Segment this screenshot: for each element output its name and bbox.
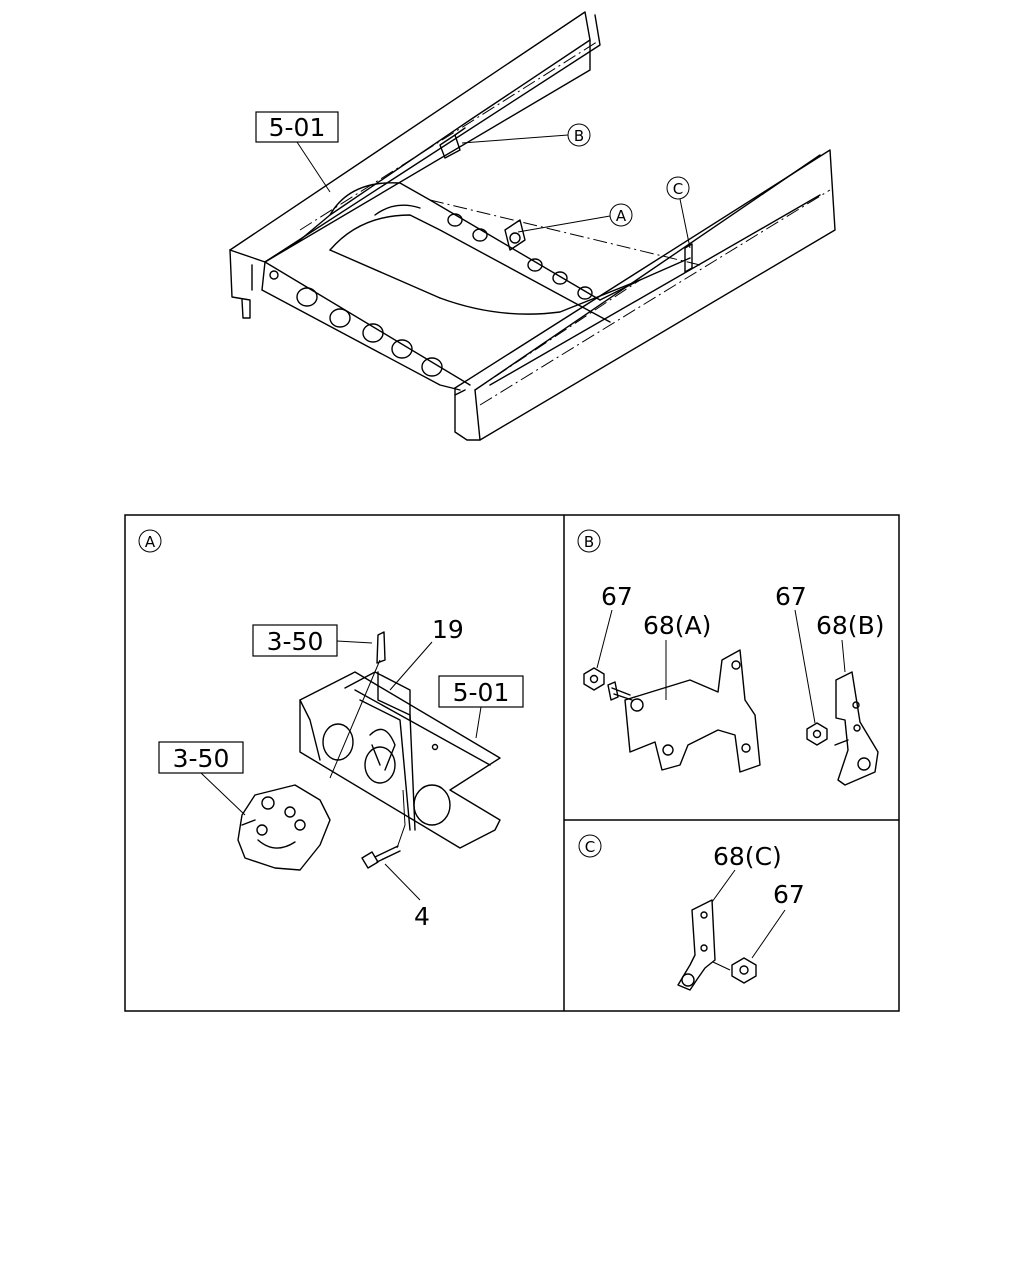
panel-a-tag: A (138, 529, 162, 553)
svg-text:68(A): 68(A) (643, 611, 711, 640)
svg-text:19: 19 (432, 615, 464, 644)
bracket-68b-drawing (834, 671, 879, 786)
bracket-68c-drawing (677, 899, 716, 991)
panel-c: C 68(C) 67 (578, 834, 805, 991)
detail-panel-frame (124, 514, 900, 1012)
part-68c-label[interactable]: 68(C) (711, 842, 782, 903)
nut-67-c-drawing (712, 957, 757, 984)
bolt-4-drawing (361, 789, 406, 869)
part-68b-label[interactable]: 68(B) (816, 611, 884, 673)
small-bolt-drawing (329, 631, 386, 779)
part-67-b-right-label[interactable]: 67 (775, 582, 816, 724)
panel-b: B 67 (577, 529, 884, 786)
ref-frame-box-top[interactable]: 5-01 (255, 111, 339, 193)
part-68a-label[interactable]: 68(A) (643, 611, 711, 700)
callout-a-top-label: A (616, 207, 627, 225)
svg-text:C: C (585, 838, 595, 856)
svg-text:B: B (584, 533, 594, 551)
callout-c-top[interactable]: C (666, 176, 691, 249)
callout-b-top-label: B (574, 127, 584, 145)
svg-text:67: 67 (773, 880, 805, 909)
svg-text:5-01: 5-01 (453, 678, 510, 707)
svg-text:67: 67 (775, 582, 807, 611)
svg-text:A: A (145, 533, 156, 551)
ref-box-5-01-panel-a[interactable]: 5-01 (438, 675, 524, 739)
bracket-68a-drawing (607, 649, 761, 773)
part-67-b-left-label[interactable]: 67 (596, 582, 633, 669)
callout-c-top-label: C (673, 180, 683, 198)
svg-text:68(C): 68(C) (713, 842, 782, 871)
valve-assembly-drawing (237, 784, 331, 871)
ref-frame-label-top: 5-01 (269, 113, 326, 142)
panel-b-tag: B (577, 529, 601, 553)
svg-text:68(B): 68(B) (816, 611, 884, 640)
svg-text:4: 4 (414, 902, 430, 931)
bracket-19-drawing (344, 671, 416, 831)
chassis-frame-drawing (229, 11, 836, 441)
ref-box-3-50-upper[interactable]: 3-50 (252, 624, 373, 657)
nut-67-left-drawing (583, 667, 605, 691)
panel-c-tag: C (578, 834, 602, 858)
callout-a-top[interactable]: A (517, 203, 633, 233)
callout-b-top[interactable]: B (461, 123, 591, 147)
svg-text:3-50: 3-50 (267, 627, 324, 656)
part-4-label[interactable]: 4 (384, 863, 430, 931)
part-67-c-label[interactable]: 67 (751, 880, 805, 959)
svg-text:67: 67 (601, 582, 633, 611)
nut-67-right-drawing (806, 722, 828, 746)
part-19-label[interactable]: 19 (389, 615, 464, 691)
svg-text:3-50: 3-50 (173, 744, 230, 773)
ref-box-3-50-lower[interactable]: 3-50 (158, 741, 246, 816)
panel-a: A (138, 529, 524, 931)
